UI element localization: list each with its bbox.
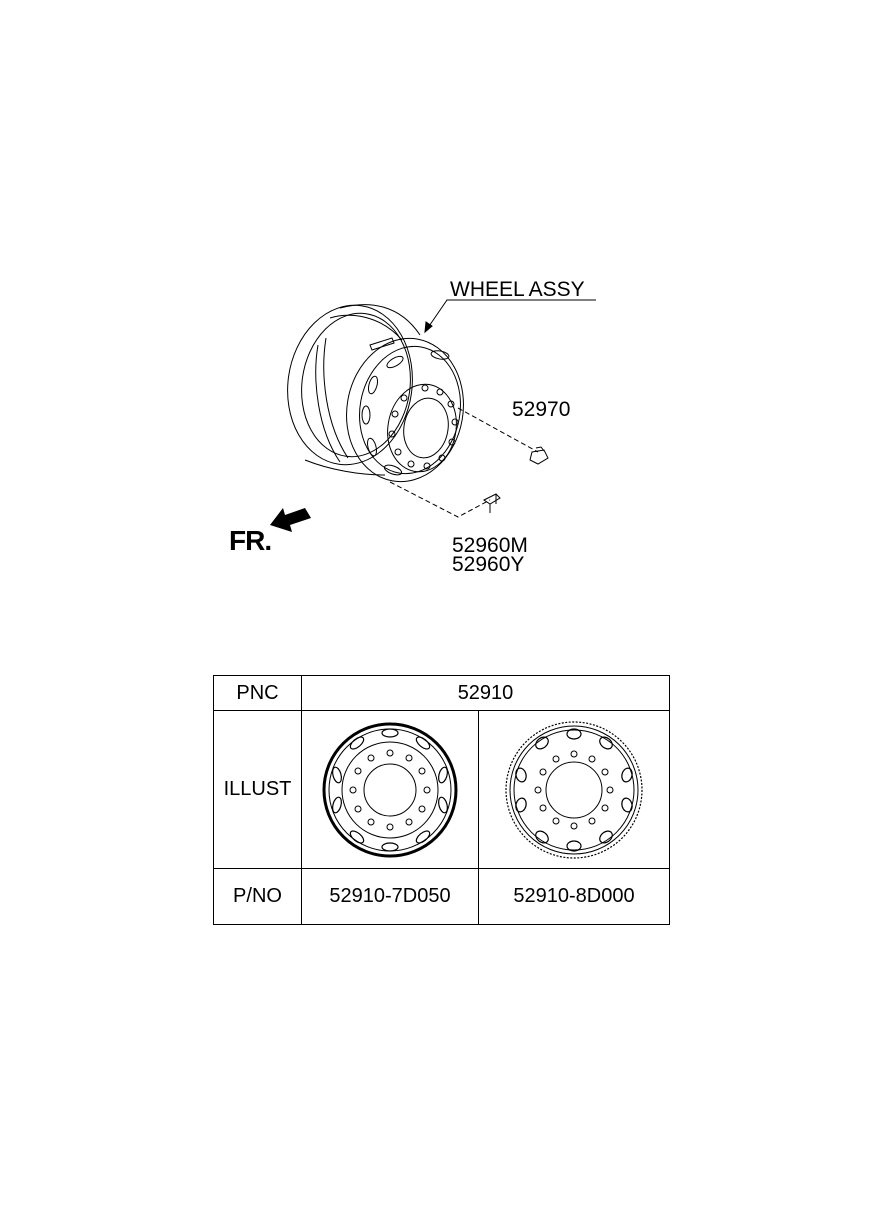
part-number-7d050: 52910-7D050 xyxy=(301,868,479,925)
wheel-hand-holes xyxy=(361,350,450,476)
row-header-illust: ILLUST xyxy=(213,710,302,869)
part-label-52960y: 52960Y xyxy=(452,553,525,576)
row-header-pno: P/NO xyxy=(213,868,302,925)
wheel-assy-arrowhead xyxy=(424,321,433,334)
wheel-7d050-icon xyxy=(322,722,458,857)
wheel-bolt-holes xyxy=(388,384,459,470)
nut-leader xyxy=(457,407,539,453)
wheel-front-rim-inner xyxy=(359,345,461,475)
wheel-front-rim xyxy=(346,337,464,483)
wheel-barrel xyxy=(304,304,421,476)
wheel-nut-icon xyxy=(529,446,549,465)
table-row: PNC 52910 xyxy=(213,675,670,711)
wheel-assy-label: WHEEL ASSY xyxy=(450,278,585,301)
wheel-assembly-illustration xyxy=(270,299,596,532)
table-row: P/NO 52910-7D050 52910-8D000 xyxy=(213,868,670,925)
part-number-8d000: 52910-8D000 xyxy=(478,868,670,925)
wheel-rear-rim xyxy=(287,304,413,466)
valve-stem xyxy=(369,337,395,351)
wheel-hub xyxy=(387,383,457,473)
wheel-8d000-icon xyxy=(505,720,643,859)
row-header-pnc: PNC xyxy=(213,675,302,711)
front-direction-label: FR. xyxy=(229,525,272,556)
table-row: ILLUST xyxy=(213,710,670,869)
balance-weight-icon xyxy=(483,493,501,513)
wheel-barrel-groove xyxy=(315,337,349,463)
part-label-52970: 52970 xyxy=(512,398,571,421)
wheel-assy-leader xyxy=(424,299,596,333)
pnc-value: 52910 xyxy=(301,675,670,711)
wheel-rear-rim-inner xyxy=(301,312,411,458)
front-arrow-icon xyxy=(270,508,311,532)
part-number-table: PNC 52910 ILLUST xyxy=(213,675,670,925)
illust-cell-7d050 xyxy=(301,710,479,869)
part-label-52960m: 52960M xyxy=(452,534,528,557)
illust-cell-8d000 xyxy=(478,710,670,869)
weight-leader xyxy=(389,481,491,518)
wheel-center-bore xyxy=(403,397,449,459)
